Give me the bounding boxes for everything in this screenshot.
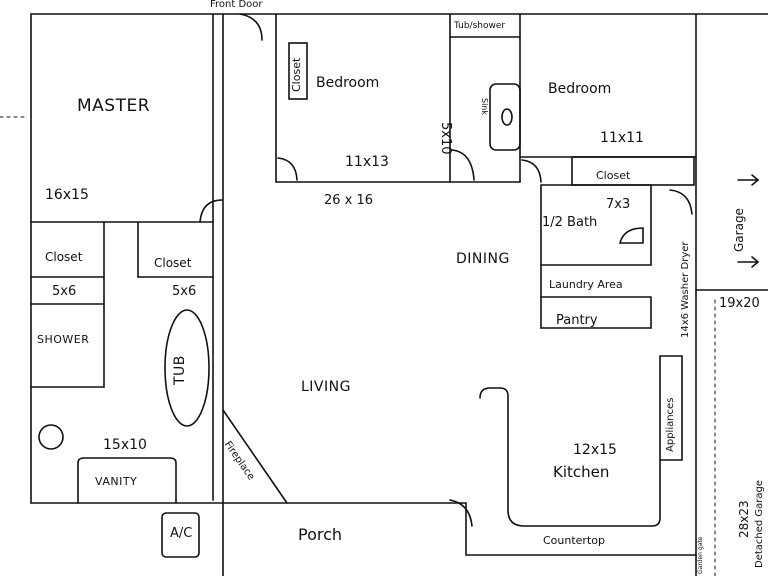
countertop-label: Countertop bbox=[543, 534, 605, 547]
kitchen-label: Kitchen bbox=[553, 463, 610, 481]
closet-right-label: Closet bbox=[154, 256, 192, 270]
bedroom2-closet-label: Closet bbox=[596, 169, 631, 182]
closet-left-dim-label: 5x6 bbox=[52, 284, 77, 299]
bedroom1-walls bbox=[275, 13, 451, 183]
half-bath-dim-label: 7x3 bbox=[606, 197, 631, 212]
master-suite-walls bbox=[30, 13, 224, 576]
dining-label: DINING bbox=[456, 251, 510, 267]
property-lines bbox=[0, 116, 716, 576]
garage-dim-label: 19x20 bbox=[719, 296, 760, 311]
vanity-counter bbox=[77, 457, 177, 504]
bedroom1-closet-label: Closet bbox=[290, 57, 303, 92]
bedroom2-dim-label: 11x11 bbox=[600, 130, 644, 146]
closet-right-dim-label: 5x6 bbox=[172, 284, 197, 299]
bedroom1-label: Bedroom bbox=[316, 75, 380, 91]
outer-walls bbox=[30, 13, 768, 576]
porch-label: Porch bbox=[298, 525, 343, 544]
toilet-fixture bbox=[38, 424, 64, 450]
bath-dim-label: 15x10 bbox=[103, 437, 147, 453]
utility-walls bbox=[540, 184, 693, 329]
laundry-label: Laundry Area bbox=[549, 278, 623, 291]
appliances-label: Appliances bbox=[665, 397, 676, 452]
master-label: MASTER bbox=[77, 96, 151, 116]
fireplace-wall bbox=[222, 409, 288, 504]
garage-arrows bbox=[737, 174, 760, 268]
front-door-swing bbox=[239, 13, 263, 41]
detached-garage-dim-label: 28x23 bbox=[737, 500, 751, 538]
living-label: LIVING bbox=[301, 379, 351, 395]
bath-sink-label: Sink bbox=[480, 98, 489, 116]
closet-left-label: Closet bbox=[45, 250, 83, 264]
ac-unit bbox=[161, 512, 200, 558]
gate-label: Garden gate bbox=[697, 536, 704, 574]
bath-5x10-label: 5x10 bbox=[438, 122, 453, 155]
half-bath-label: 1/2 Bath bbox=[542, 215, 598, 230]
garage-label: Garage bbox=[732, 208, 746, 252]
tub-label: TUB bbox=[172, 355, 188, 385]
master-dim-label: 16x15 bbox=[45, 187, 89, 203]
bedroom2-walls bbox=[519, 156, 697, 186]
washer-dryer-label: 14x6 Washer Dryer bbox=[680, 241, 691, 338]
shower-label: SHOWER bbox=[37, 333, 90, 346]
ac-label: A/C bbox=[170, 526, 193, 541]
bath-walls bbox=[449, 13, 521, 183]
tub-fixture bbox=[164, 309, 210, 427]
pantry-label: Pantry bbox=[556, 313, 598, 328]
tub-shower-label: Tub/shower bbox=[454, 21, 506, 31]
living-dim-label: 26 x 16 bbox=[324, 193, 374, 208]
detached-garage-label: Detached Garage bbox=[754, 479, 765, 568]
kitchen-dim-label: 12x15 bbox=[573, 442, 617, 458]
vanity-label: VANITY bbox=[95, 475, 138, 488]
kitchen-walls bbox=[449, 355, 683, 527]
bedroom1-dim-label: 11x13 bbox=[345, 154, 389, 170]
bedroom2-label: Bedroom bbox=[548, 81, 612, 97]
front-door-label: Front Door bbox=[210, 0, 263, 10]
